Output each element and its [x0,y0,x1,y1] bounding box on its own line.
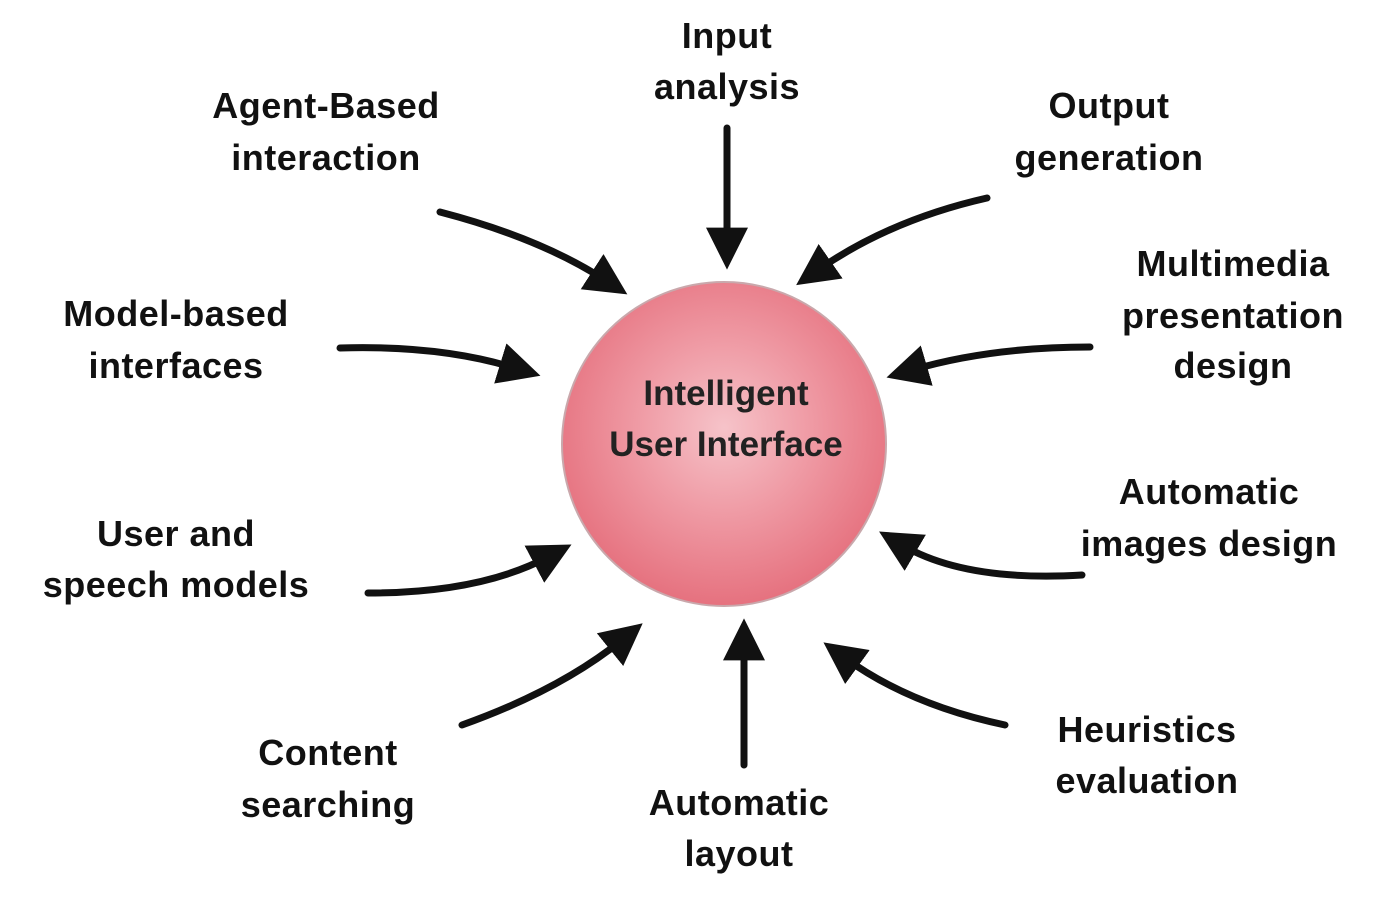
input-analysis-line2: analysis [654,66,800,107]
arrow-auto-images [879,531,1086,580]
auto-images-line2: images design [1081,523,1338,564]
node-agent-based: Agent-Based interaction [212,85,440,178]
multimedia-line2: presentation [1122,295,1344,336]
arrow-content-searching [458,623,643,729]
node-model-based: Model-based interfaces [63,293,289,386]
node-output-generation: Output generation [1014,85,1203,178]
arrow-user-speech [364,544,572,597]
center-node: Intelligent User Interface [561,281,887,607]
auto-layout-line2: layout [684,833,793,874]
arrows [336,124,1094,769]
center-circle [561,281,887,607]
heuristics-line1: Heuristics [1057,709,1236,750]
arrow-multimedia [886,343,1094,386]
content-searching-line2: searching [241,784,416,825]
node-content-searching: Content searching [241,732,416,825]
content-searching-line1: Content [258,732,397,773]
user-speech-line1: User and [97,513,255,554]
auto-layout-line1: Automatic [649,782,830,823]
agent-based-line1: Agent-Based [212,85,440,126]
input-analysis-line1: Input [682,15,772,56]
node-multimedia: Multimedia presentation design [1122,243,1344,386]
multimedia-line3: design [1173,345,1292,386]
model-based-line1: Model-based [63,293,289,334]
center-title-line2: User Interface [609,425,842,464]
arrow-agent-based [436,208,628,295]
heuristics-line2: evaluation [1055,760,1238,801]
center-title-line1: Intelligent [643,374,809,413]
auto-images-line1: Automatic [1119,471,1300,512]
user-speech-line2: speech models [43,564,310,605]
node-user-speech: User and speech models [43,513,310,605]
node-auto-layout: Automatic layout [649,782,830,874]
agent-based-line2: interaction [231,137,421,178]
output-generation-line2: generation [1014,137,1203,178]
node-auto-images: Automatic images design [1081,471,1338,564]
arrow-model-based [336,343,541,384]
node-input-analysis: Input analysis [654,15,800,107]
arrow-heuristics [823,642,1009,729]
arrow-output-generation [796,194,991,286]
multimedia-line1: Multimedia [1136,243,1329,284]
model-based-line2: interfaces [88,345,263,386]
output-generation-line1: Output [1049,85,1170,126]
node-heuristics: Heuristics evaluation [1055,709,1238,801]
